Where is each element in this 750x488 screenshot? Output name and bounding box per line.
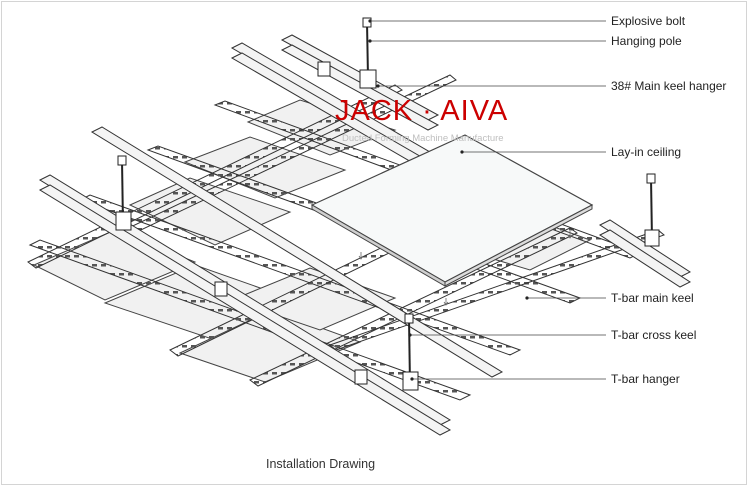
label-t-bar-cross-keel: T-bar cross keel [611, 328, 697, 342]
channel [598, 229, 692, 288]
label-lay-in-ceiling: Lay-in ceiling [611, 145, 682, 159]
label-explosive-bolt: Explosive bolt [611, 14, 686, 28]
watermark-subtitle: Ducted Forming Machine Manufacture [342, 133, 504, 144]
label-main-keel-hanger: 38# Main keel hanger [611, 79, 727, 93]
leader-dots [368, 19, 529, 381]
channel [90, 126, 504, 378]
label-hanging-pole: Hanging pole [611, 34, 682, 48]
lay-in-ceiling-panel [310, 134, 594, 287]
leader-lines [370, 20, 606, 380]
label-t-bar-main-keel: T-bar main keel [611, 291, 694, 305]
keel-hangers [115, 61, 660, 391]
explosive-bolts [117, 17, 656, 324]
ceiling-panel [230, 267, 397, 331]
drawing-caption: Installation Drawing [266, 457, 376, 471]
label-t-bar-hanger: T-bar hanger [611, 372, 680, 386]
drop-arrows [358, 231, 573, 306]
channel [38, 184, 452, 436]
watermark-title: JACK · AIVA [335, 95, 509, 127]
